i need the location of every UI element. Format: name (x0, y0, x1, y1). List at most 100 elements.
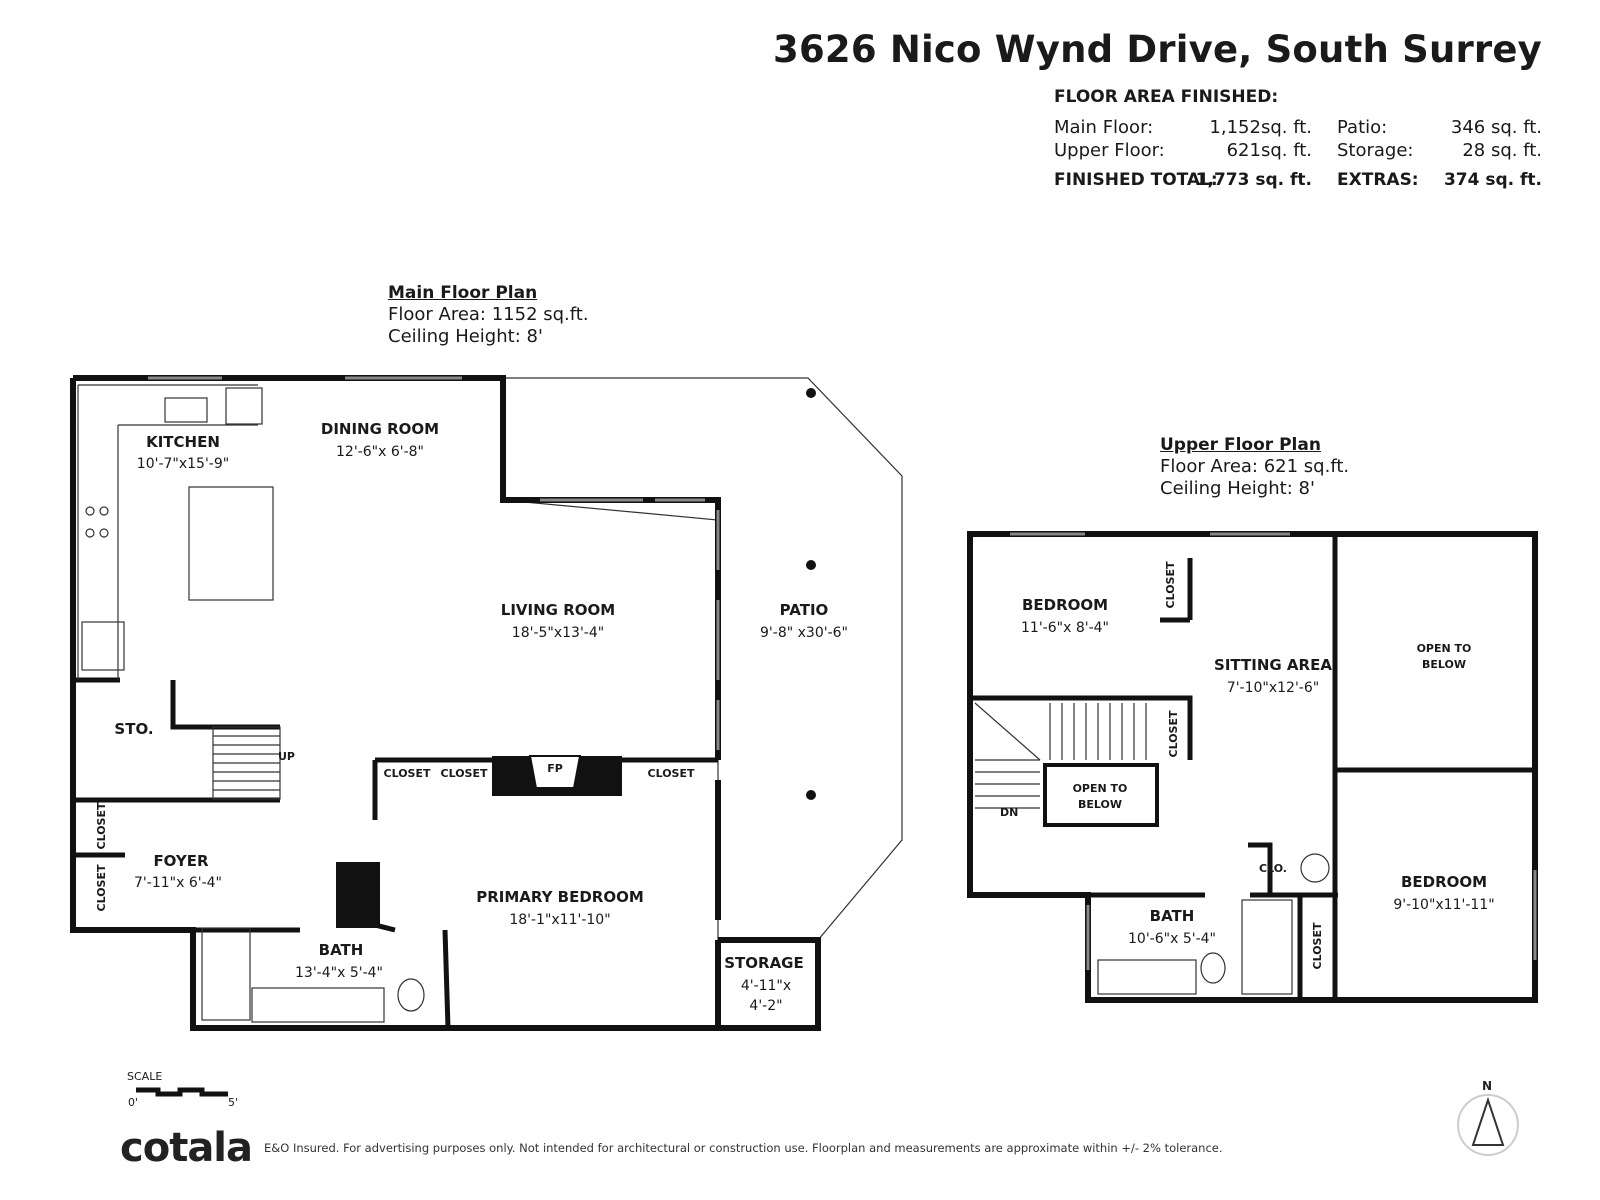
upper-floor-heading: Upper Floor Plan (1160, 435, 1321, 455)
kitchen-island (188, 486, 274, 601)
upper-floor-plan: BEDROOM 11'-6"x 8'-4" CLOSET SITTING ARE… (967, 531, 1538, 1003)
kitchen-label: KITCHEN (146, 433, 220, 451)
north-arrow-icon: N (1457, 1079, 1519, 1156)
patio-label: Patio: (1337, 117, 1388, 138)
scale-bar (136, 1087, 228, 1097)
bath-vanity (251, 987, 385, 1023)
storage-value: 28 sq. ft. (1462, 140, 1542, 161)
open-to-below-box (1043, 763, 1159, 827)
upper-floor-area: Floor Area: 621 sq.ft. (1160, 456, 1350, 477)
main-floor-ceiling: Ceiling Height: 8' (388, 326, 543, 347)
main-bath-dims: 13'-4"x 5'-4" (295, 965, 383, 981)
upper-bedroom-1-dims: 11'-6"x 8'-4" (1021, 620, 1109, 636)
bath-toilet (397, 978, 425, 1012)
stairs-down-label: DN (1000, 806, 1018, 819)
patio-post (806, 790, 816, 800)
finished-total-label: FINISHED TOTAL: (1054, 170, 1218, 190)
stairs-up-label: UP (278, 750, 295, 763)
scale-end: 5' (228, 1096, 239, 1109)
upper-bath-vanity (1097, 959, 1197, 995)
upper-floor-label: Upper Floor: (1054, 140, 1165, 161)
storage-dims-1: 4'-11"x (741, 978, 791, 994)
cotala-logo: cotala (120, 1125, 253, 1171)
main-stairs (212, 726, 281, 800)
main-floor-label: Main Floor: (1054, 117, 1154, 138)
main-floor-area: Floor Area: 1152 sq.ft. (388, 304, 589, 325)
patio-dims: 9'-8" x30'-6" (760, 625, 848, 641)
open-to-below-2-line-2: BELOW (1078, 798, 1122, 811)
main-floor-value: 1,152sq. ft. (1209, 117, 1312, 138)
upper-bedroom-2-label: BEDROOM (1401, 873, 1487, 891)
upper-stairs (974, 702, 1147, 809)
kitchen-counter (77, 384, 258, 680)
closet-label-3: CLOSET (648, 767, 695, 780)
main-floor-plan: KITCHEN 10'-7"x15'-9" DINING ROOM 12'-6"… (70, 375, 903, 1031)
north-label: N (1482, 1079, 1492, 1093)
kitchen-dims: 10'-7"x15'-9" (137, 456, 229, 472)
storage-walls (718, 937, 821, 1031)
upper-bedroom-1-label: BEDROOM (1022, 596, 1108, 614)
closet-label-2: CLOSET (441, 767, 488, 780)
upper-floor-value: 621sq. ft. (1226, 140, 1312, 161)
dining-room-dims: 12'-6"x 6'-8" (336, 444, 424, 460)
main-exterior-wall (70, 375, 721, 1031)
upper-exterior-wall (967, 531, 1538, 1003)
extras-label: EXTRAS: (1337, 170, 1419, 190)
patio-value: 346 sq. ft. (1450, 117, 1542, 138)
storage-label: STORAGE (724, 954, 804, 972)
mechanical-icon (1300, 853, 1330, 883)
patio-label: PATIO (780, 601, 829, 619)
clo-label: CLO. (1259, 862, 1287, 875)
fireplace-label: FP (547, 762, 563, 775)
main-windows (148, 376, 720, 750)
upper-bath-label: BATH (1150, 907, 1195, 925)
chimney (336, 862, 380, 928)
sitting-area-dims: 7'-10"x12'-6" (1227, 680, 1319, 696)
patio-post (806, 388, 816, 398)
upper-floor-header: Upper Floor Plan Floor Area: 621 sq.ft. … (1160, 434, 1349, 500)
closet-label-1: CLOSET (384, 767, 431, 780)
sto-label: STO. (114, 720, 153, 738)
floor-area-heading: FLOOR AREA FINISHED: (1054, 87, 1279, 107)
foyer-closet-label-2: CLOSET (95, 864, 108, 911)
scale-label: SCALE (127, 1070, 163, 1083)
primary-bedroom-dims: 18'-1"x11'-10" (509, 912, 610, 928)
upper-bedroom-2-dims: 9'-10"x11'-11" (1393, 897, 1494, 913)
upper-floor-ceiling: Ceiling Height: 8' (1160, 478, 1315, 499)
foyer-label: FOYER (153, 852, 209, 870)
dishwasher (225, 387, 263, 425)
property-title: 3626 Nico Wynd Drive, South Surrey (773, 28, 1542, 71)
disclaimer: E&O Insured. For advertising purposes on… (264, 1141, 1223, 1155)
storage-label: Storage: (1337, 140, 1414, 161)
upper-closet-label-b: CLOSET (1167, 710, 1180, 757)
open-to-below-1-line-2: BELOW (1422, 658, 1466, 671)
main-floor-heading: Main Floor Plan (388, 283, 538, 303)
main-floor-header: Main Floor Plan Floor Area: 1152 sq.ft. … (388, 282, 589, 348)
upper-closet-label-c: CLOSET (1311, 922, 1324, 969)
sitting-area-label: SITTING AREA (1214, 656, 1332, 674)
foyer-dims: 7'-11"x 6'-4" (134, 875, 222, 891)
extras-value: 374 sq. ft. (1443, 170, 1542, 190)
upper-closet-label-a: CLOSET (1164, 561, 1177, 608)
living-room-label: LIVING ROOM (501, 601, 615, 619)
kitchen-sink (164, 397, 208, 423)
upper-windows (1010, 532, 1537, 970)
upper-bath-dims: 10'-6"x 5'-4" (1128, 931, 1216, 947)
open-to-below-1-line-1: OPEN TO (1417, 642, 1472, 655)
fireplace-hearth (528, 755, 582, 789)
finished-total-value: 1,773 sq. ft. (1195, 170, 1312, 190)
upper-bath-shower (1241, 899, 1293, 995)
patio-post (806, 560, 816, 570)
patio-outline (502, 377, 903, 941)
storage-dims-2: 4'-2" (749, 998, 782, 1014)
living-room-dims: 18'-5"x13'-4" (512, 625, 604, 641)
primary-bedroom-label: PRIMARY BEDROOM (476, 888, 644, 906)
main-bath-label: BATH (319, 941, 364, 959)
bath-shower (201, 927, 251, 1021)
open-to-below-2-line-1: OPEN TO (1073, 782, 1128, 795)
stove-icon (85, 506, 109, 538)
upper-bath-toilet (1200, 952, 1226, 984)
scale-start: 0' (128, 1096, 139, 1109)
foyer-closet-label-1: CLOSET (95, 802, 108, 849)
